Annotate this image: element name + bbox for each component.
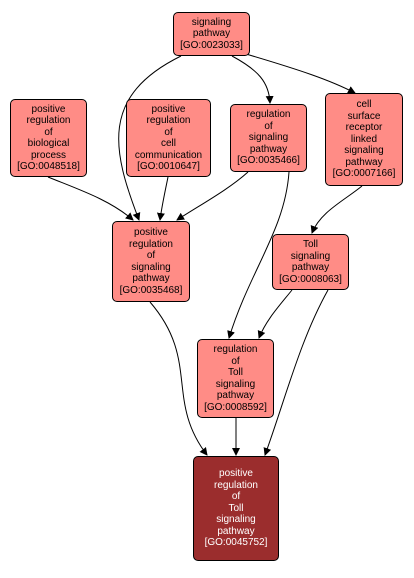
node-label-line: process	[30, 149, 66, 161]
edge-biological-to-pos-reg-signaling	[47, 176, 134, 221]
go-id-label: [GO:0008592]	[204, 401, 267, 413]
node-label-line: positive	[151, 103, 186, 115]
node-label-line: communication	[134, 149, 203, 161]
edge-reg-signaling-to-pos-reg-signaling	[176, 171, 249, 221]
node-label-line: signaling	[290, 250, 331, 262]
node-label-line: pathway	[132, 273, 170, 284]
node-label-line: of	[44, 126, 53, 138]
edge-signaling-to-pos-reg-signaling	[118, 55, 182, 221]
edge-signaling-to-reg-signaling	[231, 55, 274, 104]
edge-toll-to-pos-reg-toll	[263, 289, 329, 456]
node-label-line: pathway	[249, 143, 288, 155]
edge-pos-reg-signaling-to-pos-reg-toll	[149, 301, 208, 456]
node-label-line: signaling	[248, 132, 289, 144]
node-label-line: receptor	[345, 122, 383, 134]
edge-cellcomm-to-pos-reg-signaling	[156, 176, 169, 221]
go-id-label: [GO:0048518]	[17, 161, 80, 172]
node-label-line: signaling	[191, 16, 232, 28]
node-label-line: of	[264, 120, 273, 132]
node-label-line: pathway	[216, 390, 255, 401]
node-label-line: signaling	[215, 378, 256, 390]
node-label-line: regulation	[146, 115, 191, 126]
node-label-line: cell	[160, 138, 176, 149]
edge-toll-to-reg-toll	[257, 289, 293, 339]
node-label-line: biological	[27, 138, 70, 149]
node-label-line: Toll	[228, 502, 244, 514]
go-id-label: [GO:0045752]	[204, 537, 268, 549]
edge-cell-surface-to-toll	[310, 185, 363, 234]
go-id-label: [GO:0008063]	[279, 273, 342, 285]
node-label-line: positive	[31, 103, 66, 115]
node-label-line: of	[164, 126, 173, 138]
go-id-label: [GO:0035466]	[237, 155, 300, 167]
node-label-line: positive	[219, 468, 253, 480]
node-label-line: Toll	[302, 239, 318, 250]
node-label-line: linked	[350, 133, 378, 145]
node-label-line: regulation	[246, 109, 291, 121]
node-label-line: pathway	[291, 262, 330, 273]
node-label-line: Toll	[227, 367, 243, 378]
node-label-line: regulation	[214, 479, 258, 491]
node-label-line: signaling	[216, 514, 256, 526]
go-id-label: [GO:0010647]	[137, 161, 200, 172]
go-id-label: [GO:0007166]	[332, 168, 396, 180]
node-label-line: surface	[347, 110, 381, 122]
node-label-line: pathway	[345, 156, 383, 168]
node-label-line: pathway	[217, 525, 255, 537]
node-label-line: pathway	[192, 28, 231, 40]
node-label-line: signaling	[131, 261, 171, 273]
node-label-line: of	[231, 491, 241, 503]
node-label-line: cell	[356, 99, 372, 111]
node-label-line: positive	[134, 227, 168, 238]
node-label-line: of	[146, 250, 156, 261]
node-label-line: regulation	[129, 238, 173, 250]
edge-reg-signaling-to-reg-toll	[227, 171, 290, 339]
node-label-line: regulation	[213, 344, 258, 355]
edge-signaling-to-cell-surface	[245, 53, 356, 94]
go-id-label: [GO:0023033]	[180, 39, 243, 51]
node-label-line: signaling	[344, 145, 384, 157]
node-label-line: of	[231, 355, 240, 367]
node-label-line: regulation	[26, 115, 71, 126]
go-id-label: [GO:0035468]	[119, 284, 183, 296]
